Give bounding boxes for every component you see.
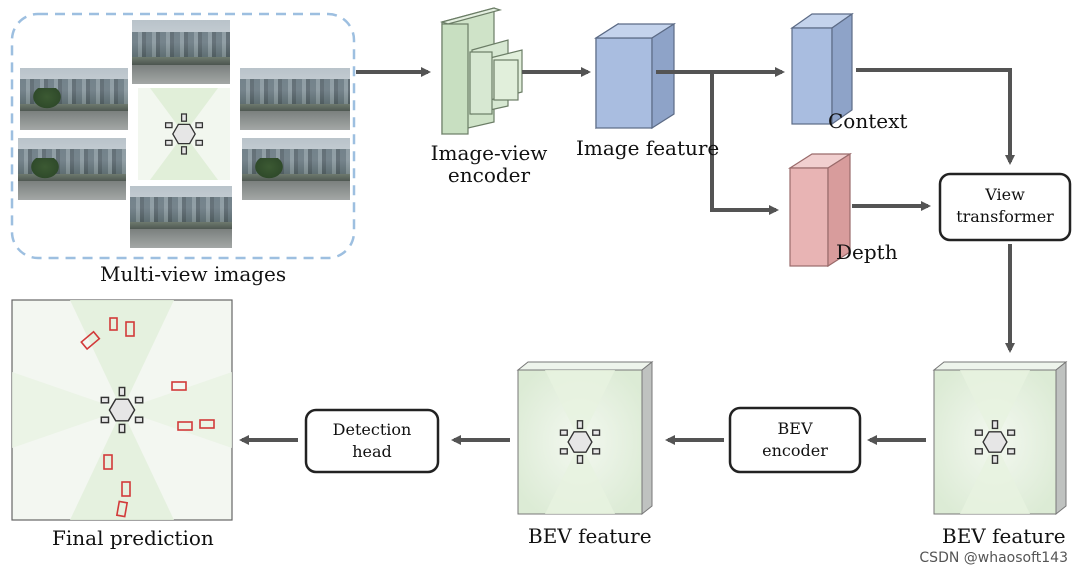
image-view-encoder-label: Image-view encoder (430, 141, 548, 187)
arrow-image-feature-to-depth (710, 72, 779, 215)
image-feature-block (593, 22, 677, 130)
ego-vehicle-tile (138, 88, 230, 180)
image-feature-label: Image feature (576, 136, 720, 160)
view-transformer-label: View transformer (956, 185, 1054, 226)
final-prediction-label: Final prediction (52, 526, 214, 550)
context-label: Context (828, 109, 908, 133)
watermark: CSDN @whaosoft143 (919, 550, 1068, 566)
bev-feature-right-label: BEV feature (942, 524, 1066, 548)
depth-label: Depth (836, 240, 898, 264)
view-transformer-box (938, 172, 1072, 242)
multi-view-images-label: Multi-view images (100, 262, 287, 286)
detection-boxes (80, 317, 215, 518)
bev-feature-mid-block (516, 360, 654, 516)
camera-image-front-right (240, 68, 350, 130)
arrow-context-to-view-transformer (856, 68, 1015, 165)
camera-image-back (130, 186, 232, 248)
context-block (790, 12, 854, 126)
camera-image-front (132, 20, 230, 84)
bev-encoder-box (728, 406, 862, 474)
bev-feature-right-block (932, 360, 1068, 516)
detection-head-box (304, 408, 440, 474)
camera-image-front-left (20, 68, 128, 130)
camera-image-back-left (18, 138, 126, 200)
multi-view-container (10, 12, 356, 260)
bev-encoder-label: BEV encoder (762, 419, 828, 460)
camera-image-back-right (242, 138, 350, 200)
detection-head-label: Detection head (332, 420, 412, 461)
depth-block (787, 152, 853, 268)
image-view-encoder-block (439, 7, 523, 135)
bev-feature-mid-label: BEV feature (528, 524, 652, 548)
final-prediction-panel (11, 299, 233, 521)
